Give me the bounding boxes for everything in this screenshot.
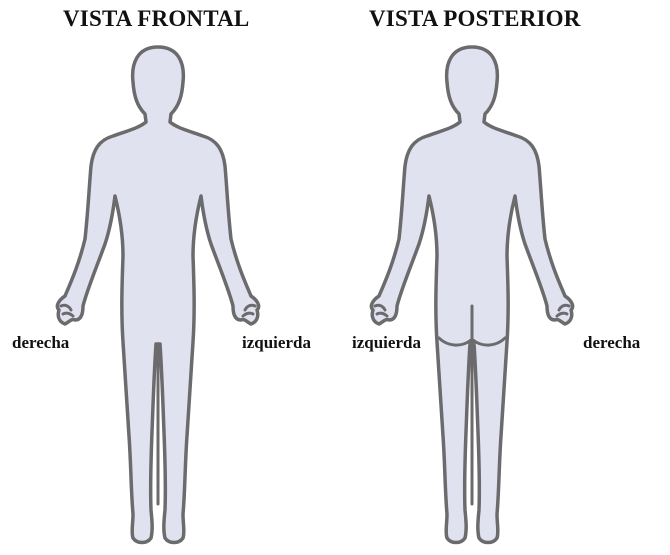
back-body-figure xyxy=(367,44,577,554)
back-view-right-side-label: derecha xyxy=(583,333,640,353)
back-body-svg xyxy=(367,44,577,554)
back-view-title: VISTA POSTERIOR xyxy=(369,6,581,32)
front-body-figure xyxy=(53,44,263,554)
front-view-title: VISTA FRONTAL xyxy=(63,6,249,32)
front-body-svg xyxy=(53,44,263,554)
